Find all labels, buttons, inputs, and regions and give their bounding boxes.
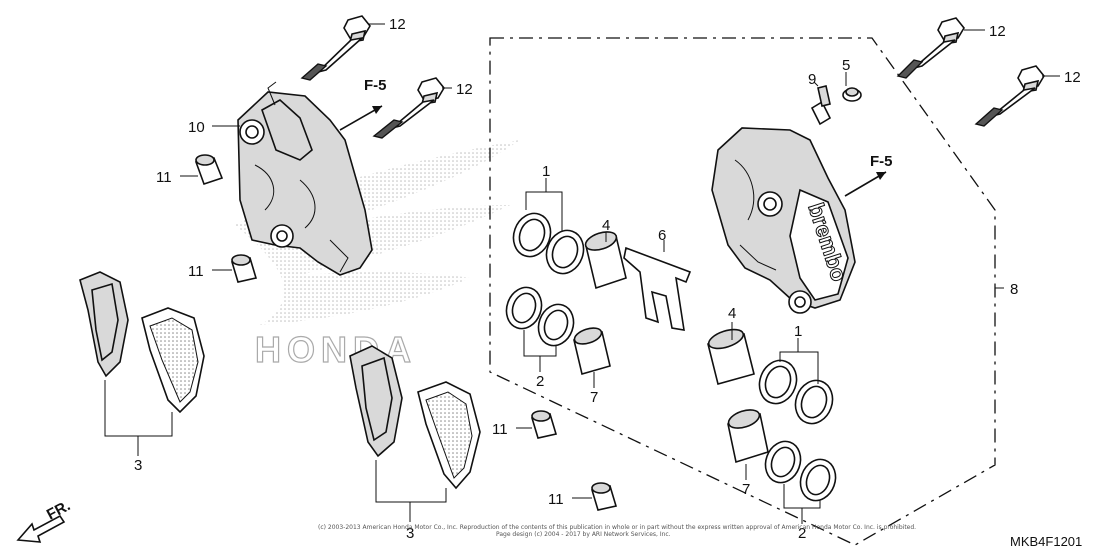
honda-wing-watermark bbox=[235, 140, 520, 325]
ref-f5-left[interactable]: F-5 bbox=[364, 77, 387, 94]
bolt-middle-left[interactable] bbox=[372, 77, 445, 139]
piston-seal-set-upper[interactable] bbox=[508, 208, 590, 279]
leader-lines bbox=[104, 23, 1060, 524]
left-caliper-body[interactable] bbox=[237, 81, 373, 276]
callout-11-middle[interactable]: 11 bbox=[492, 421, 508, 438]
bleeder-valve[interactable] bbox=[810, 85, 832, 126]
ref-f5-right[interactable]: F-5 bbox=[870, 153, 893, 170]
collar-bottom[interactable] bbox=[590, 482, 618, 511]
piston-seal-set-lower[interactable] bbox=[754, 355, 839, 429]
right-caliper-body[interactable]: brembo bbox=[711, 127, 856, 314]
dust-seal-set-upper[interactable] bbox=[501, 282, 579, 350]
callout-2-upper[interactable]: 2 bbox=[536, 373, 544, 390]
callout-3-left[interactable]: 3 bbox=[134, 457, 142, 474]
bolt-upper-left[interactable] bbox=[300, 15, 371, 81]
caliper-assembly-boundary bbox=[489, 37, 996, 546]
callout-7-lower[interactable]: 7 bbox=[742, 481, 750, 498]
callout-12-upper-left[interactable]: 12 bbox=[389, 16, 406, 33]
callout-2-lower[interactable]: 2 bbox=[798, 525, 806, 542]
callout-7-upper[interactable]: 7 bbox=[590, 389, 598, 406]
dust-seal-set-lower[interactable] bbox=[760, 436, 841, 505]
piston-lower-large[interactable] bbox=[706, 326, 755, 385]
callout-12-middle-right[interactable]: 12 bbox=[1064, 69, 1081, 86]
callout-4-lower[interactable]: 4 bbox=[728, 305, 736, 322]
collar-lower-left[interactable] bbox=[230, 254, 258, 283]
brake-pad-set-center[interactable] bbox=[349, 345, 481, 490]
callout-9[interactable]: 9 bbox=[808, 71, 816, 88]
bleeder-cap[interactable] bbox=[842, 87, 862, 102]
piston-upper-large[interactable] bbox=[583, 228, 627, 290]
diagram-code: MKB4F1201 bbox=[1010, 534, 1082, 549]
callout-12-upper-right[interactable]: 12 bbox=[989, 23, 1006, 40]
piston-upper-small[interactable] bbox=[573, 325, 611, 375]
bolt-middle-right[interactable] bbox=[974, 65, 1045, 127]
collar-upper-left[interactable] bbox=[194, 154, 224, 186]
ref-arrow-right[interactable]: F-5 bbox=[844, 153, 893, 197]
pad-spring[interactable] bbox=[623, 246, 692, 331]
callout-8[interactable]: 8 bbox=[1010, 281, 1018, 298]
callout-6[interactable]: 6 bbox=[658, 227, 666, 244]
ref-arrow-left[interactable]: F-5 bbox=[339, 77, 387, 131]
front-marker-text: FR. bbox=[44, 497, 73, 523]
callout-1-upper[interactable]: 1 bbox=[542, 163, 550, 180]
callout-11-lower-left[interactable]: 11 bbox=[188, 263, 204, 280]
callout-1-lower[interactable]: 1 bbox=[794, 323, 802, 340]
callout-11-bottom[interactable]: 11 bbox=[548, 491, 564, 508]
callout-5[interactable]: 5 bbox=[842, 57, 850, 74]
collar-middle[interactable] bbox=[530, 410, 558, 439]
piston-lower-small[interactable] bbox=[726, 406, 769, 464]
front-direction-marker: FR. bbox=[16, 497, 73, 543]
bolt-upper-right[interactable] bbox=[896, 17, 965, 79]
callout-4-upper[interactable]: 4 bbox=[602, 217, 610, 234]
callout-11-upper-left[interactable]: 11 bbox=[156, 169, 172, 186]
callout-10[interactable]: 10 bbox=[188, 119, 205, 136]
callout-12-middle-left[interactable]: 12 bbox=[456, 81, 473, 98]
callout-3-center[interactable]: 3 bbox=[406, 525, 414, 542]
callout-labels: 12 12 12 12 10 11 11 11 11 3 3 1 1 2 2 4… bbox=[134, 16, 1081, 542]
copyright-line-1: (c) 2003-2013 American Honda Motor Co., … bbox=[318, 524, 916, 531]
brake-pad-set-left[interactable] bbox=[79, 271, 205, 414]
copyright-line-2: Page design (c) 2004 - 2017 by ARI Netwo… bbox=[496, 531, 671, 538]
